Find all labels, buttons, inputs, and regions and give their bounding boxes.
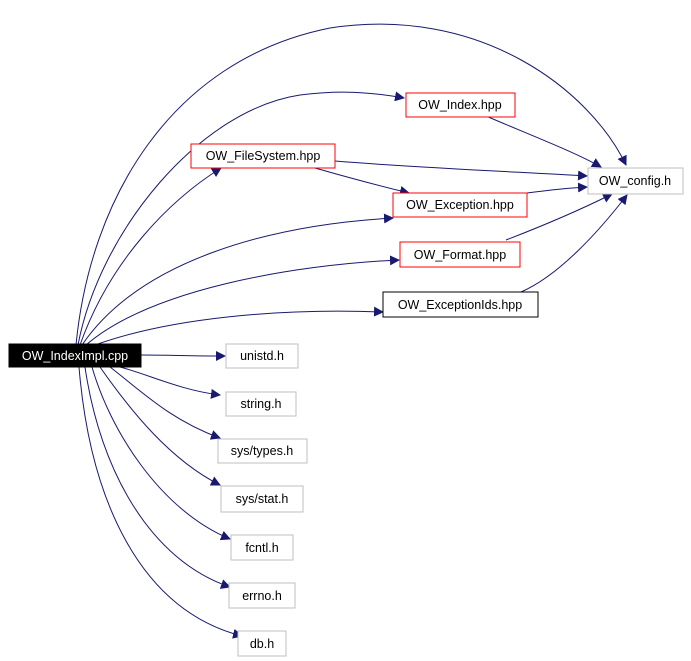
edge-source-to-errno bbox=[84, 366, 231, 589]
node-filesystem-hpp[interactable]: OW_FileSystem.hpp bbox=[190, 143, 336, 169]
node-exceptionids-hpp[interactable]: OW_ExceptionIds.hpp bbox=[382, 291, 539, 318]
node-exceptionids-hpp-label: OW_ExceptionIds.hpp bbox=[398, 298, 522, 312]
edge-source-to-exception bbox=[81, 213, 394, 346]
node-format-hpp-label: OW_Format.hpp bbox=[414, 248, 506, 262]
node-config-h-label: OW_config.h bbox=[599, 174, 671, 188]
edge-source-to-systypes bbox=[109, 366, 221, 440]
node-format-hpp[interactable]: OW_Format.hpp bbox=[399, 241, 521, 268]
edge-exceptionids-to-config bbox=[520, 194, 628, 293]
node-unistd-h[interactable]: unistd.h bbox=[225, 343, 299, 369]
node-db-h-label: db.h bbox=[250, 637, 274, 651]
edge-source-to-filesystem bbox=[79, 167, 222, 346]
node-sys-stat-h[interactable]: sys/stat.h bbox=[220, 485, 304, 513]
edge-index-to-config bbox=[485, 115, 602, 168]
node-sys-stat-h-label: sys/stat.h bbox=[236, 492, 289, 506]
node-fcntl-h[interactable]: fcntl.h bbox=[230, 534, 294, 561]
node-filesystem-hpp-label: OW_FileSystem.hpp bbox=[206, 149, 321, 163]
edge-source-to-exceptionids bbox=[94, 306, 384, 346]
node-unistd-h-label: unistd.h bbox=[240, 349, 284, 363]
edge-format-to-config bbox=[505, 193, 613, 241]
edge-group bbox=[75, 23, 628, 639]
node-sys-types-h[interactable]: sys/types.h bbox=[217, 438, 308, 464]
node-string-h[interactable]: string.h bbox=[225, 391, 297, 417]
node-index-hpp[interactable]: OW_Index.hpp bbox=[405, 92, 516, 118]
edge-source-to-db bbox=[78, 366, 243, 639]
node-exception-hpp[interactable]: OW_Exception.hpp bbox=[392, 192, 528, 218]
node-source[interactable]: OW_IndexImpl.cpp bbox=[8, 343, 142, 368]
edge-source-to-index bbox=[77, 91, 405, 346]
node-group: OW_IndexImpl.cpp OW_Index.hpp OW_FileSys… bbox=[8, 92, 684, 657]
edge-filesystem-to-config bbox=[334, 160, 588, 181]
node-fcntl-h-label: fcntl.h bbox=[245, 541, 278, 555]
edge-filesystem-to-exception bbox=[314, 167, 410, 196]
node-errno-h[interactable]: errno.h bbox=[228, 582, 296, 609]
node-exception-hpp-label: OW_Exception.hpp bbox=[406, 198, 514, 212]
node-index-hpp-label: OW_Index.hpp bbox=[418, 98, 501, 112]
edge-source-to-format bbox=[85, 255, 400, 346]
edge-source-to-string bbox=[119, 366, 221, 399]
edge-source-to-sysstat bbox=[99, 366, 221, 486]
node-string-h-label: string.h bbox=[241, 397, 282, 411]
node-db-h[interactable]: db.h bbox=[237, 630, 287, 657]
edge-exception-to-config bbox=[526, 182, 588, 194]
node-source-label: OW_IndexImpl.cpp bbox=[22, 349, 128, 363]
node-config-h[interactable]: OW_config.h bbox=[587, 167, 684, 195]
node-errno-h-label: errno.h bbox=[242, 589, 282, 603]
edge-source-to-unistd bbox=[140, 350, 226, 361]
edge-source-to-config bbox=[75, 23, 627, 346]
node-sys-types-h-label: sys/types.h bbox=[231, 444, 294, 458]
edge-source-to-fcntl bbox=[91, 366, 231, 541]
